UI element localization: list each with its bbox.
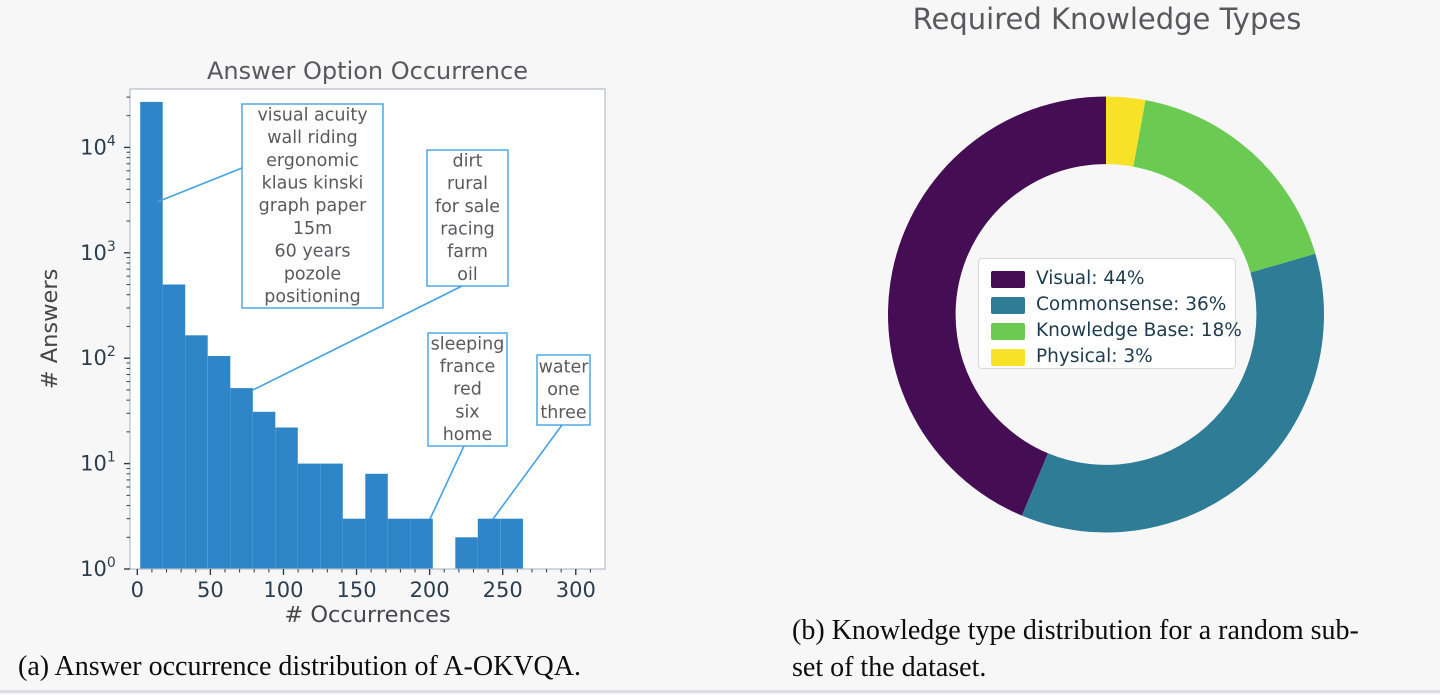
histogram-bar xyxy=(140,101,163,570)
caption-a: (a) Answer occurrence distribution of A-… xyxy=(18,651,581,682)
axes-spines xyxy=(129,88,606,570)
annotation-text-line: pozole xyxy=(284,264,341,284)
legend-row-knowledge-base: Knowledge Base: 18% xyxy=(991,318,1242,344)
legend-label: Knowledge Base: 18% xyxy=(1036,319,1242,341)
histogram-bar xyxy=(387,518,411,569)
annotation-text-line: wall riding xyxy=(267,128,358,148)
annotation-text-line: ergonomic xyxy=(266,151,359,171)
x-tick-label: 250 xyxy=(483,578,523,602)
caption-b: (b) Knowledge type distribution for a ra… xyxy=(792,612,1440,686)
x-tick-label: 150 xyxy=(336,578,376,602)
x-axis-label: # Occurrences xyxy=(284,602,450,628)
annotation-text-line: france xyxy=(440,357,496,377)
annotation-box xyxy=(427,332,508,447)
y-tick-label: 104 xyxy=(80,133,116,159)
histogram-bar xyxy=(275,427,298,569)
legend-row-visual: Visual: 44% xyxy=(991,266,1235,292)
annotation-text-line: sleeping xyxy=(431,334,505,354)
annotation-text-line: racing xyxy=(440,220,495,240)
donut-slice-visual xyxy=(888,96,1106,516)
y-tick-label: 101 xyxy=(80,450,116,476)
x-tick-label: 300 xyxy=(556,578,596,602)
donut-slice-physical xyxy=(1106,96,1146,167)
donut-slice-knowledge-base xyxy=(1133,100,1316,273)
annotation-text-line: three xyxy=(540,403,586,423)
legend-swatch-icon xyxy=(991,296,1025,314)
histogram-bar xyxy=(477,518,501,569)
annotation-leader-line xyxy=(429,445,465,520)
legend-label: Physical: 3% xyxy=(1036,345,1153,367)
donut-legend: Visual: 44% Commonsense: 36% Knowledge Bas… xyxy=(978,258,1242,370)
annotation-box xyxy=(241,103,384,309)
annotation-text-line: klaus kinski xyxy=(262,173,364,193)
annotation-text-line: positioning xyxy=(264,287,360,307)
x-tick-label: 200 xyxy=(410,578,450,602)
y-axis-label: # Answers xyxy=(37,269,63,390)
histogram-bar xyxy=(230,388,253,569)
histogram-bar xyxy=(252,411,276,569)
x-tick-label: 0 xyxy=(131,578,144,602)
histogram-title: Answer Option Occurrence xyxy=(207,57,528,85)
histogram-bar xyxy=(365,473,388,569)
annotation-text-line: graph paper xyxy=(259,196,367,216)
legend-swatch-icon xyxy=(991,348,1025,366)
y-tick-label: 102 xyxy=(80,344,116,370)
legend-swatch-icon xyxy=(991,270,1025,288)
annotation-text-line: farm xyxy=(447,242,488,262)
answer-occurrence-histogram: 0 50 100 150 200 250 300 100 101 102 103 104 Answer … xyxy=(37,57,606,628)
histogram-bar xyxy=(207,356,231,569)
annotation-text-line: home xyxy=(443,425,493,445)
histogram-bar xyxy=(455,537,478,569)
legend-swatch-icon xyxy=(991,322,1025,340)
histogram-bar xyxy=(162,284,186,569)
histogram-bar xyxy=(342,518,366,569)
knowledge-types-donut-chart xyxy=(888,96,1324,533)
annotation-text-line: 15m xyxy=(293,219,332,239)
histogram-bar xyxy=(297,463,321,569)
annotation-text-line: for sale xyxy=(435,197,500,217)
legend-row-physical: Physical: 3% xyxy=(991,344,1235,370)
histogram-bar xyxy=(500,518,523,569)
legend-label: Visual: 44% xyxy=(1036,267,1145,289)
annotation-box xyxy=(426,149,509,287)
annotation-text-line: dirt xyxy=(452,151,482,171)
annotation-leader-line xyxy=(492,424,563,520)
annotation-text-line: water xyxy=(539,357,590,377)
annotation-leader-line xyxy=(252,285,463,391)
annotation-text-line: 60 years xyxy=(275,242,351,262)
page-divider-line xyxy=(0,690,1440,693)
annotation-text-line: visual acuity xyxy=(257,105,367,125)
y-tick-label: 100 xyxy=(80,555,116,581)
x-tick-label: 50 xyxy=(197,578,224,602)
legend-label: Commonsense: 36% xyxy=(1036,293,1227,315)
y-tick-label: 103 xyxy=(80,239,116,265)
x-tick-label: 100 xyxy=(263,578,303,602)
annotation-text-line: rural xyxy=(447,174,488,194)
annotation-text-line: one xyxy=(547,380,580,400)
annotation-text-line: red xyxy=(453,380,482,400)
caption-b-line2: set of the dataset. xyxy=(792,652,987,683)
histogram-bar xyxy=(185,335,208,569)
histogram-bar xyxy=(410,518,433,569)
donut-slice-commonsense xyxy=(1021,253,1324,533)
annotation-leader-line xyxy=(156,167,243,203)
annotation-box xyxy=(536,354,591,426)
legend-row-commonsense: Commonsense: 36% xyxy=(991,292,1235,318)
donut-chart-title: Required Knowledge Types xyxy=(912,2,1302,36)
caption-b-line1: (b) Knowledge type distribution for a ra… xyxy=(792,615,1359,646)
annotation-text-line: six xyxy=(455,402,479,422)
histogram-bar xyxy=(320,463,343,569)
annotation-text-line: oil xyxy=(457,265,477,285)
